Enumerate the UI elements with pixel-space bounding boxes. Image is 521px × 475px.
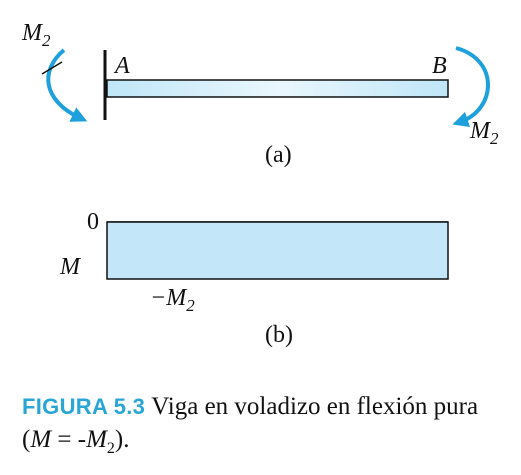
caption-text: Viga en voladizo en flexión pura ( (22, 393, 479, 453)
caption-eq-sub: 2 (106, 440, 115, 457)
right-moment-label: M2 (469, 118, 499, 148)
part-a-caption: (a) (265, 142, 292, 168)
moment-diagram (106, 221, 449, 280)
caption-eq-middle: = - (51, 426, 87, 453)
cantilever-beam (106, 79, 449, 98)
caption-eq-m2: M (86, 426, 107, 453)
figure-number: FIGURA 5.3 (22, 394, 146, 419)
part-b-caption: (b) (265, 322, 293, 348)
right-moment-arrow-icon (452, 46, 490, 128)
point-b-label: B (432, 53, 447, 79)
moment-value-label: −M2 (150, 285, 195, 315)
left-moment-tick (41, 61, 63, 75)
left-moment-label: M2 (21, 20, 51, 50)
moment-axis-label: M (59, 254, 82, 280)
moment-zero-label: 0 (87, 209, 99, 235)
caption-text-end: ). (114, 426, 130, 453)
left-moment-arrow-icon (46, 48, 88, 122)
caption-eq-m: M (30, 426, 52, 453)
point-a-label: A (113, 53, 130, 79)
